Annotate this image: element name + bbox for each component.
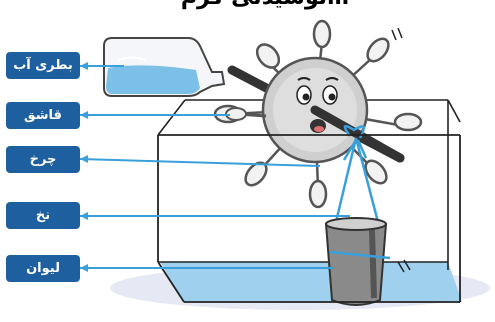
glass [326,218,390,305]
label-glass: لیوان [6,255,80,282]
label-wheel: چرخ [6,146,80,173]
label-spoon: قاشق [6,102,80,129]
label-water-bottle: بطری آب [6,52,80,79]
leader-arrowheads [80,62,88,272]
label-string: نخ [6,202,80,229]
spoon [226,108,266,120]
